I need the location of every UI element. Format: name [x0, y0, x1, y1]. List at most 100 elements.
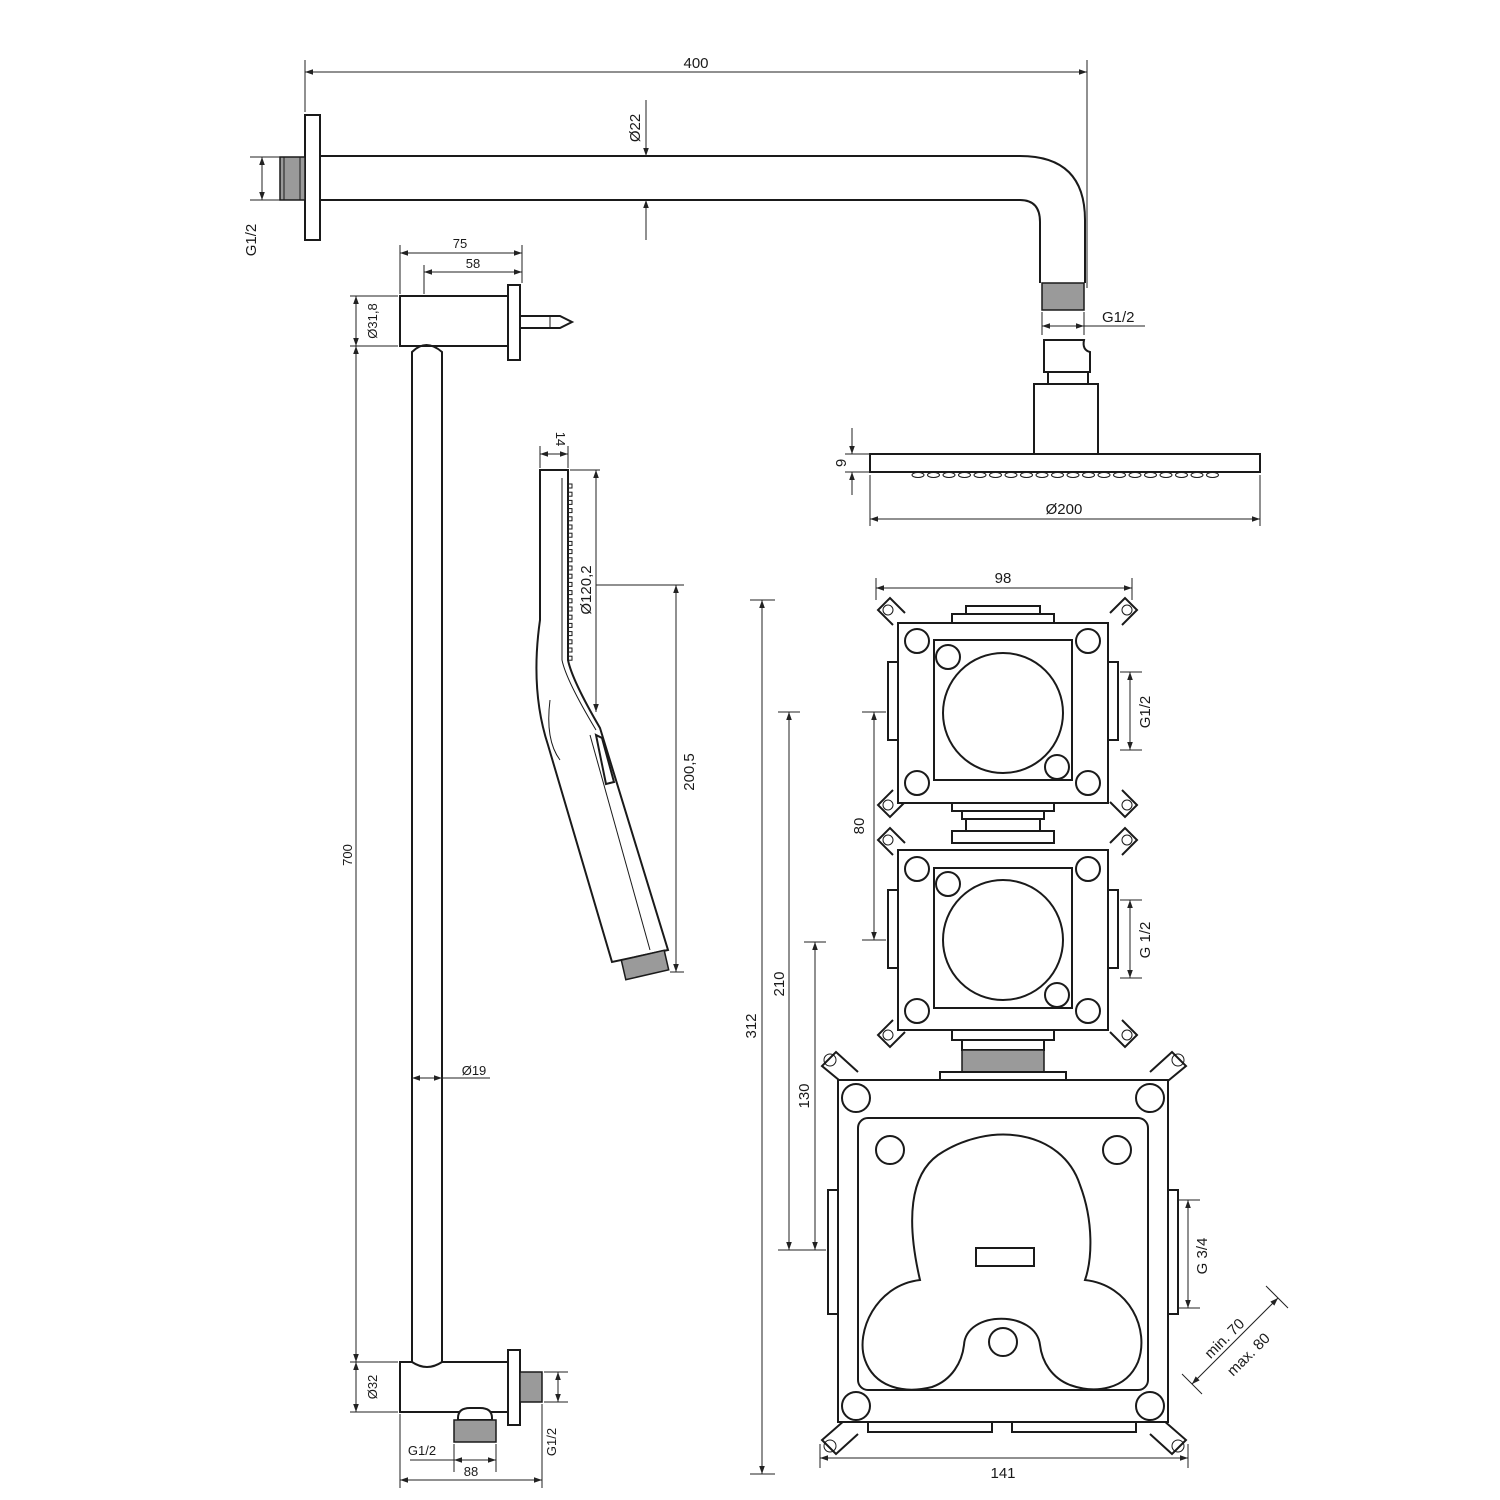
dim-rail-bottom-diameter: Ø32	[365, 1375, 380, 1400]
head-nozzle	[1097, 472, 1111, 478]
dim-valve-spacing: 80	[851, 818, 868, 835]
dim-bracket-depth-outer: 75	[453, 236, 467, 251]
arm-outlet-thread	[1041, 282, 1085, 311]
rail-bottom-flange	[507, 1349, 521, 1426]
head-nozzle	[1206, 472, 1219, 478]
dim-valve-width: 98	[995, 570, 1012, 587]
rail-bottom-thread	[453, 1419, 497, 1443]
mixer-box	[820, 1050, 1188, 1456]
slide-rail	[399, 284, 575, 1443]
hand-nozzle	[567, 614, 573, 620]
hand-nozzle	[567, 508, 573, 514]
mixer-outlet	[988, 1327, 1018, 1357]
arm-pipe-top	[320, 155, 1086, 283]
dim-valve1-thread: G1/2	[1137, 696, 1154, 729]
hand-shower-button	[594, 733, 616, 786]
dim-outlet-depth: 88	[464, 1464, 478, 1479]
dim-mixer-thread: G 3/4	[1194, 1238, 1211, 1275]
head-nozzle	[1020, 472, 1033, 478]
hand-shower	[535, 469, 670, 981]
head-nozzle	[1128, 472, 1142, 478]
dim-rail-diameter: Ø19	[462, 1063, 487, 1078]
dim-head-diameter: Ø200	[1046, 501, 1083, 518]
mixer-slot	[975, 1247, 1035, 1267]
head-stem	[1033, 383, 1099, 455]
valve-box-2	[876, 826, 1139, 1081]
hand-nozzle	[567, 524, 573, 530]
dim-mixer-width: 141	[990, 1465, 1015, 1482]
dim-outlet-thread-bottom: G1/2	[408, 1443, 436, 1458]
hand-nozzle	[567, 532, 573, 538]
head-nozzle	[1175, 472, 1188, 478]
dim-hand-length: 200,5	[681, 753, 698, 791]
valve-box-2-bore	[942, 879, 1064, 1001]
head-nozzle	[1190, 472, 1204, 478]
rail-top-flange	[507, 284, 521, 361]
head-nozzle	[942, 472, 956, 478]
dim-box-height-total: 312	[743, 1013, 760, 1038]
head-nozzle	[1004, 472, 1018, 478]
hand-nozzle	[567, 647, 573, 653]
hand-shower-body	[535, 469, 670, 964]
arm-wall-flange	[304, 114, 321, 241]
hand-nozzle	[567, 499, 573, 505]
valve-box-1-bore	[942, 652, 1064, 774]
head-nozzle	[1066, 472, 1080, 478]
dim-rail-length: 700	[340, 844, 355, 866]
hand-nozzle	[567, 622, 573, 628]
dim-rail-top-diameter: Ø31,8	[365, 303, 380, 338]
shower-head	[869, 339, 1261, 478]
dim-hand-thickness: 14	[553, 432, 568, 446]
hand-nozzle	[567, 483, 573, 489]
mixer-valve-body	[861, 1133, 1143, 1391]
hand-nozzle	[567, 540, 573, 546]
head-nozzle	[973, 472, 987, 478]
shower-arm	[279, 114, 1086, 311]
hand-nozzle	[567, 631, 573, 637]
head-nozzle	[1082, 472, 1095, 478]
head-nozzle	[1113, 472, 1126, 478]
dim-outlet-thread-side: G1/2	[544, 1428, 559, 1456]
head-nozzle	[989, 472, 1002, 478]
head-nozzle	[1035, 472, 1049, 478]
hand-nozzle	[567, 639, 573, 645]
head-nozzle	[911, 472, 925, 478]
head-plate	[869, 453, 1261, 473]
hand-nozzle	[567, 655, 573, 661]
head-nozzle	[1159, 472, 1173, 478]
dim-box-height-lower: 130	[796, 1083, 813, 1108]
dimension-lines	[250, 60, 1289, 1488]
dim-hand-face-diameter: Ø120,2	[578, 565, 595, 614]
head-swivel	[1043, 339, 1091, 373]
dim-arm-diameter: Ø22	[627, 114, 644, 142]
hand-shower-nozzles	[567, 483, 573, 661]
dim-bracket-depth-inner: 58	[466, 256, 480, 271]
dim-box-height-upper: 210	[771, 971, 788, 996]
head-nozzle	[958, 472, 971, 478]
dim-head-thickness: 9	[833, 459, 850, 467]
hand-nozzle	[567, 590, 573, 596]
rail-bottom-connector	[399, 1361, 509, 1413]
dim-arm-outlet-thread: G1/2	[1102, 309, 1135, 326]
hand-nozzle	[567, 557, 573, 563]
dim-arm-wall-thread: G1/2	[243, 224, 260, 257]
head-nozzle	[1051, 472, 1064, 478]
hand-shower-thread	[620, 949, 670, 981]
valve-box-2-thread	[961, 1049, 1045, 1073]
dim-arm-length: 400	[683, 55, 708, 72]
head-nozzles	[911, 472, 1219, 478]
dim-valve2-thread: G 1/2	[1137, 922, 1154, 959]
hand-nozzle	[567, 598, 573, 604]
head-nozzle	[927, 472, 940, 478]
head-nozzle	[1144, 472, 1157, 478]
rail-top-bracket	[399, 295, 509, 347]
hand-nozzle	[567, 581, 573, 587]
hand-nozzle	[567, 491, 573, 497]
hand-nozzle	[567, 573, 573, 579]
hand-nozzle	[567, 549, 573, 555]
hand-nozzle	[567, 606, 573, 612]
hand-nozzle	[567, 516, 573, 522]
wall-screw	[520, 315, 575, 329]
